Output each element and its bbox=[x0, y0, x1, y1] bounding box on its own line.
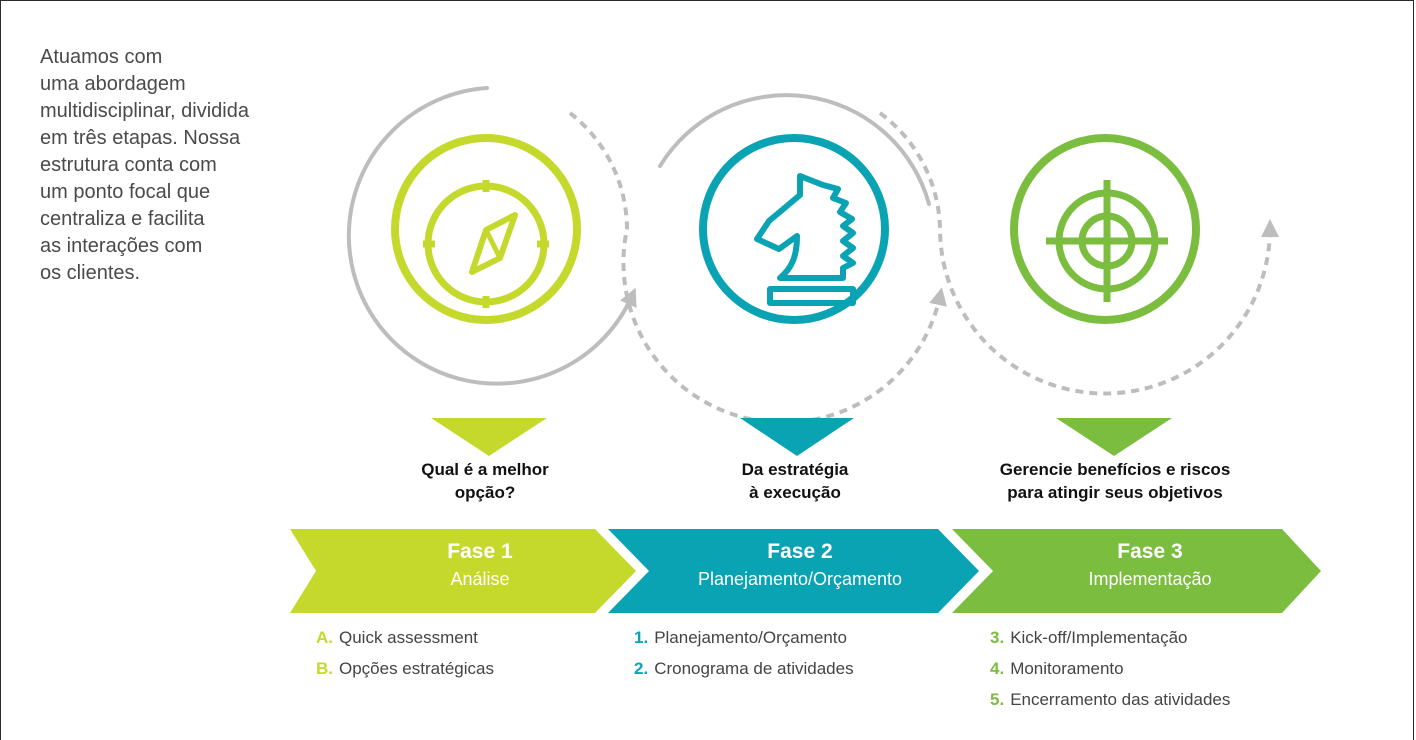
arc-solid-1 bbox=[346, 86, 637, 386]
list-item: A.Quick assessment bbox=[316, 628, 478, 647]
phase1-title: Fase 1 bbox=[447, 540, 513, 563]
phase3-pointer bbox=[1056, 418, 1172, 456]
phase3-title: Fase 3 bbox=[1117, 540, 1183, 563]
intro-text: Atuamos com uma abordagem multidisciplin… bbox=[40, 46, 249, 284]
phase3-subtitle: Implementação bbox=[1088, 569, 1212, 589]
phase2-title: Fase 2 bbox=[767, 540, 833, 563]
phase3-ring bbox=[1010, 134, 1200, 324]
phase2-steps: 1.Planejamento/Orçamento 2.Cronograma de… bbox=[634, 622, 854, 684]
phase3-chevron bbox=[952, 529, 1321, 613]
arc-dashed-2 bbox=[878, 111, 1280, 396]
arc-dashed-1 bbox=[568, 111, 947, 425]
phase1-subtitle: Análise bbox=[450, 569, 510, 589]
list-item: 3.Kick-off/Implementação bbox=[990, 628, 1188, 647]
arc-solid-2 bbox=[658, 93, 931, 206]
phase2-subtitle: Planejamento/Orçamento bbox=[697, 569, 903, 589]
list-item: 5.Encerramento das atividades bbox=[990, 690, 1231, 709]
compass-icon bbox=[423, 180, 549, 308]
phase2-chevron bbox=[608, 529, 979, 613]
phase2-question: Da estratégia à execução bbox=[741, 460, 849, 502]
phase1-chevron bbox=[290, 529, 636, 613]
phase2-pointer bbox=[740, 418, 854, 456]
phase1-question: Qual é a melhor opção? bbox=[421, 460, 549, 502]
target-crosshair-icon bbox=[1046, 180, 1168, 302]
phase2-ring bbox=[699, 134, 889, 324]
phase3-question: Gerencie benefícios e riscos para atingi… bbox=[999, 460, 1231, 502]
chess-knight-icon bbox=[754, 173, 856, 306]
cycle-arcs bbox=[346, 86, 1280, 425]
list-item: 2.Cronograma de atividades bbox=[634, 659, 854, 678]
phase1-pointer bbox=[431, 418, 547, 456]
phase1-ring bbox=[391, 134, 581, 324]
phase3-steps: 3.Kick-off/Implementação 4.Monitoramento… bbox=[990, 622, 1230, 715]
list-item: 1.Planejamento/Orçamento bbox=[634, 628, 847, 647]
phase1-steps: A.Quick assessment B.Opções estratégicas bbox=[316, 622, 494, 684]
list-item: 4.Monitoramento bbox=[990, 659, 1124, 678]
list-item: B.Opções estratégicas bbox=[316, 659, 494, 678]
